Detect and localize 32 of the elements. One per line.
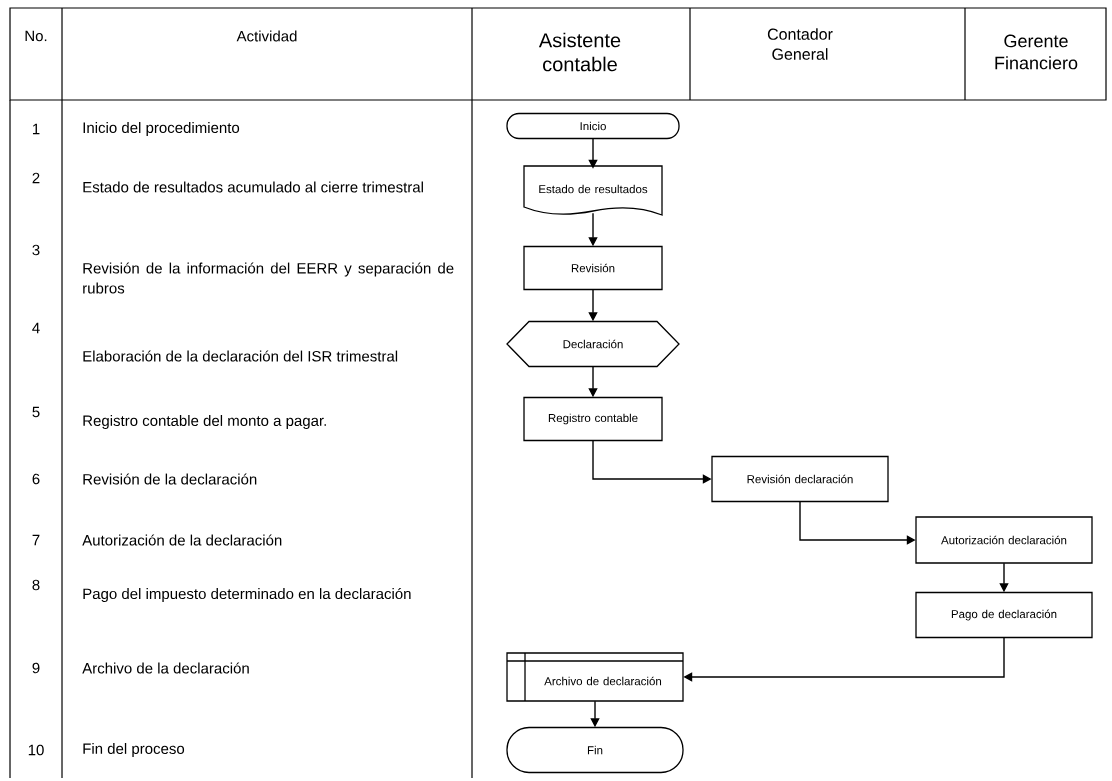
row-number: 9 xyxy=(32,662,40,674)
storage-box: Archivo de declaración xyxy=(506,652,684,702)
activity-text: Fin del proceso xyxy=(83,743,185,757)
activity-text: Revisión de la información del EERR y separación de rubros xyxy=(83,262,454,294)
activity-text: Archivo de la declaración xyxy=(82,662,249,674)
activity-text: Registro contable del monto a pagar. xyxy=(83,415,326,429)
preparation-hexagon: Declaración xyxy=(506,320,680,368)
row-number: 3 xyxy=(32,244,40,256)
activity-text: Revisión de la declaración xyxy=(83,473,257,485)
row-number: 10 xyxy=(28,744,44,756)
activity-text: Pago del impuesto determinado en la declaración xyxy=(83,587,411,603)
process-box: Autorización declaración xyxy=(915,516,1093,564)
header-text: Asistente contable xyxy=(538,32,621,72)
row-number: 4 xyxy=(32,322,40,334)
process-box: Pago de declaración xyxy=(915,591,1093,639)
header-text: No. xyxy=(25,30,47,42)
process-box: Registro contable xyxy=(523,396,663,442)
activity-text: Autorización de la declaración xyxy=(82,534,282,546)
row-number: 5 xyxy=(32,406,40,418)
header-text: Contador General xyxy=(767,28,833,60)
activity-text: Inicio del procedimiento xyxy=(83,122,240,136)
row-number: 8 xyxy=(32,579,40,591)
activity-text: Elaboración de la declaración del ISR trimestral xyxy=(83,350,398,362)
activity-text: Estado de resultados acumulado al cierre trimestral xyxy=(83,181,423,193)
process-box: Revisión declaración xyxy=(711,455,889,503)
row-number: 2 xyxy=(32,172,40,184)
row-number: 7 xyxy=(32,534,40,546)
header-text: Actividad xyxy=(236,30,297,42)
process-box: Revisión xyxy=(523,245,663,291)
header-text: Gerente Financiero xyxy=(995,34,1078,70)
row-number: 6 xyxy=(32,473,40,485)
row-number: 1 xyxy=(33,123,40,135)
